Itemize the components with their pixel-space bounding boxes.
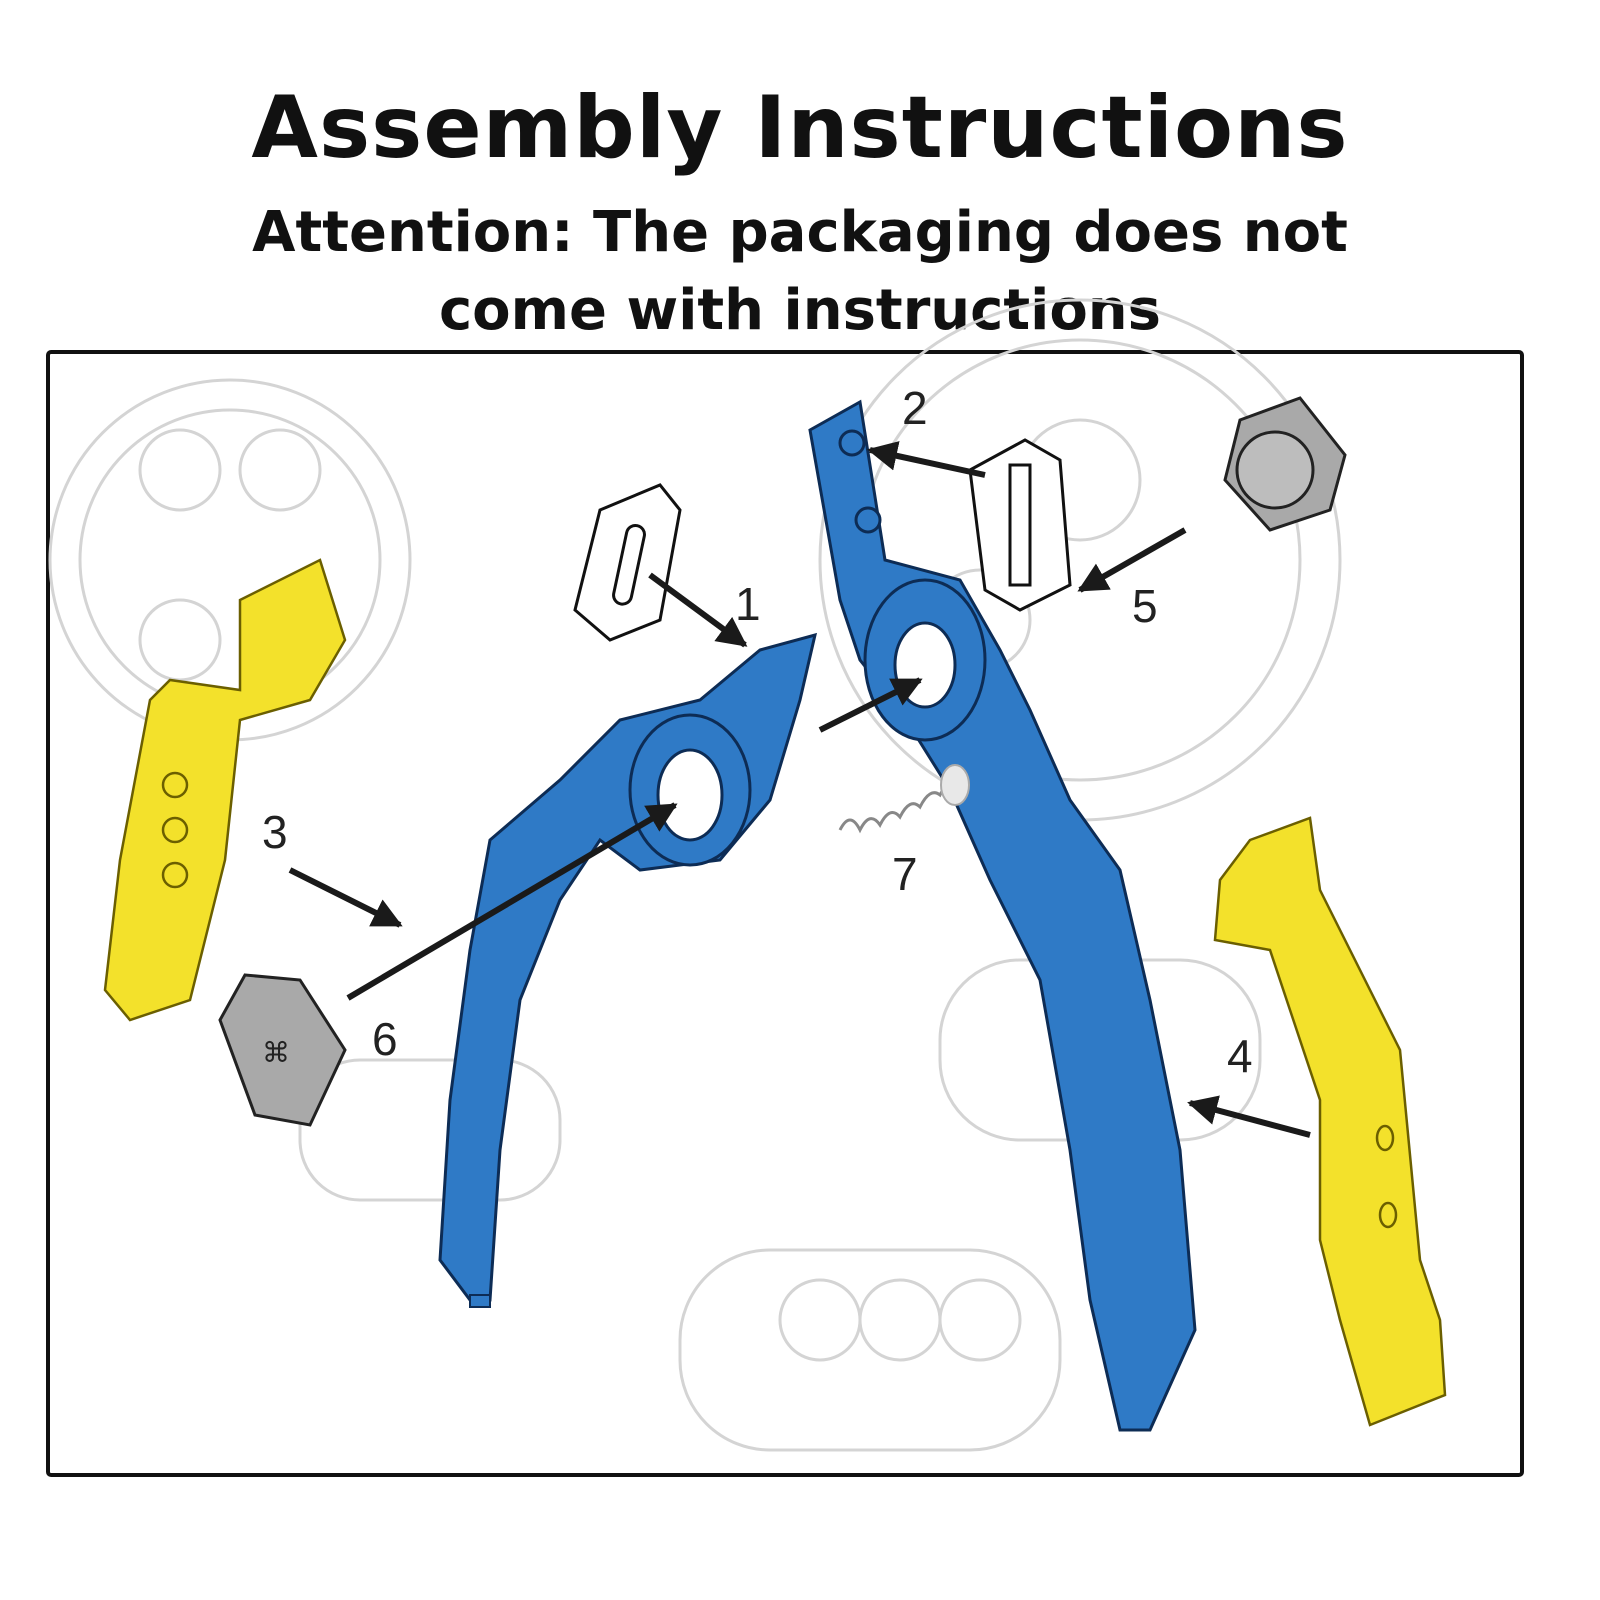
assembly-arrows — [288, 441, 1311, 1138]
spring-part-7 — [838, 764, 970, 834]
white-block-part-2 — [968, 438, 1072, 612]
gray-cap-part-6: ⌘ — [218, 973, 347, 1127]
attention-note-line1: Attention: The packaging does not — [252, 200, 1348, 265]
page-title: Assembly Instructions — [251, 78, 1349, 178]
white-block-part-1 — [573, 483, 682, 642]
part-label-1: 1 — [735, 578, 761, 630]
part-label-5: 5 — [1132, 580, 1158, 632]
part-label-2: 2 — [902, 382, 928, 434]
yellow-left-handle — [103, 558, 347, 1022]
part-label-3: 3 — [262, 806, 288, 858]
yellow-right-handle — [1213, 816, 1447, 1427]
part-label-4: 4 — [1227, 1030, 1253, 1082]
attention-note-line2: come with instructions — [438, 278, 1162, 343]
part-label-7: 7 — [892, 848, 918, 900]
part-label-6: 6 — [372, 1013, 398, 1065]
gray-cap-part-5 — [1223, 396, 1347, 532]
svg-text:⌘: ⌘ — [262, 1036, 290, 1069]
